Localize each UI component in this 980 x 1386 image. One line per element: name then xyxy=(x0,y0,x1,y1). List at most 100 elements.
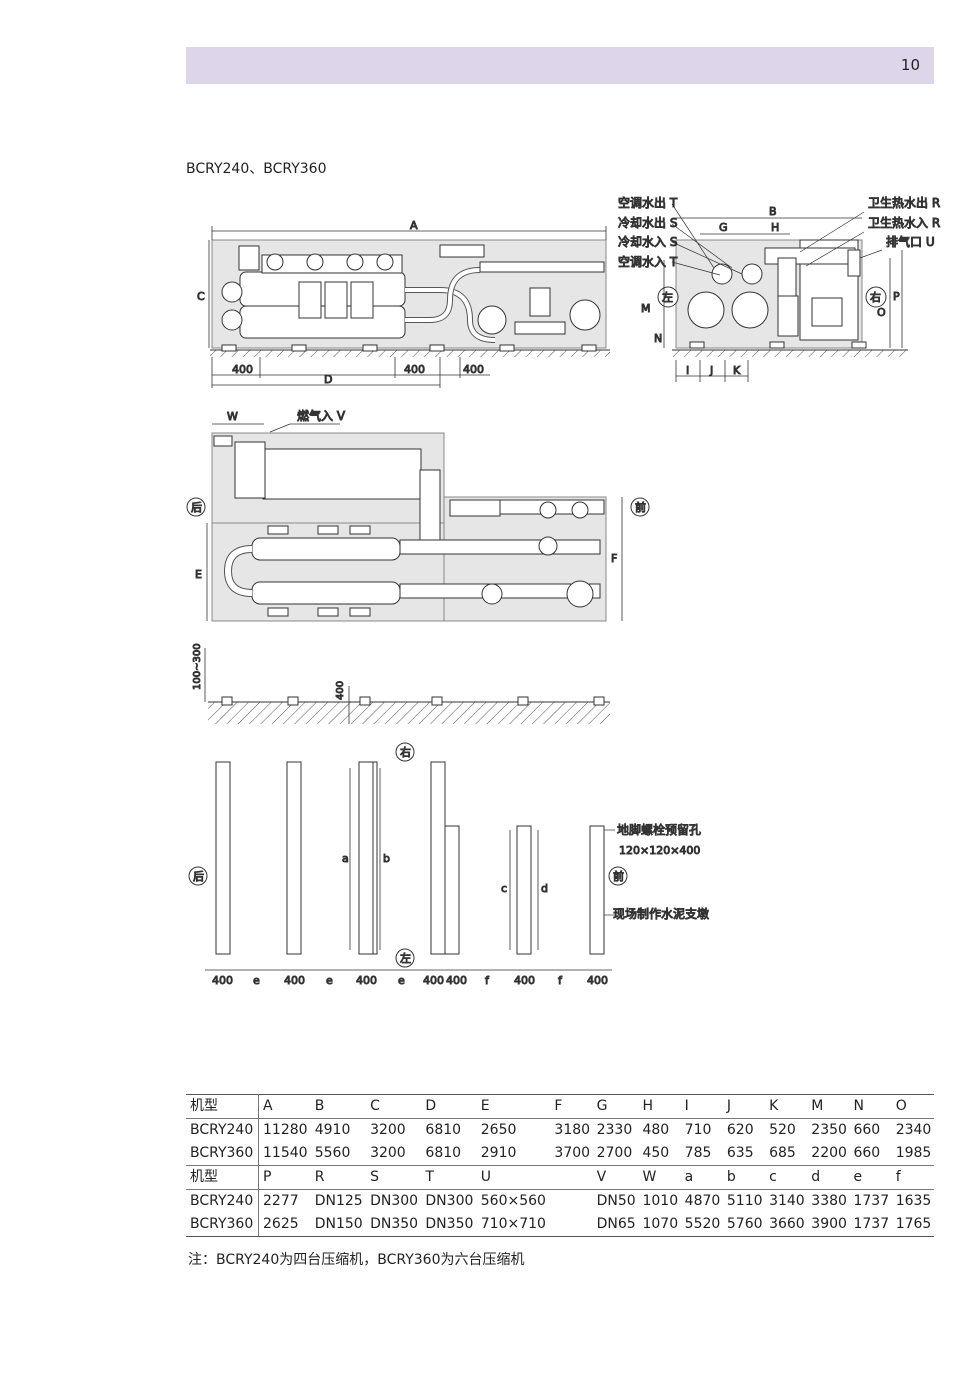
label-rear: 后 xyxy=(193,870,204,883)
table-cell: 450 xyxy=(642,1145,670,1161)
table-cell: C xyxy=(366,1094,422,1119)
footnote: 注：BCRY240为四台压缩机，BCRY360为六台压缩机 xyxy=(188,1252,525,1268)
table-cell: 560×560 xyxy=(480,1193,546,1209)
table-cell: G xyxy=(592,1094,639,1119)
table-cell: E xyxy=(476,1094,551,1119)
table-cell: 2700 xyxy=(596,1145,633,1161)
table-cell: K xyxy=(765,1094,808,1119)
dim-400-label: 400 xyxy=(232,363,253,376)
dim-400-label: 400 xyxy=(284,974,305,987)
table-cell: 710 xyxy=(684,1122,712,1138)
dim-C-label: C xyxy=(197,290,205,303)
dim-P-label: P xyxy=(893,290,900,303)
table-cell: 2910 xyxy=(480,1145,517,1161)
dim-400-label: 400 xyxy=(514,974,535,987)
dim-f-label: f xyxy=(558,974,563,987)
label-outlet-ac: 空调水出 T xyxy=(618,196,678,210)
table-cell: 710×710 xyxy=(476,1213,551,1237)
table-cell: I xyxy=(680,1094,723,1119)
table-cell: 2350 xyxy=(811,1122,847,1138)
dim-A-label: A xyxy=(410,219,418,232)
dim-400-label: 400 xyxy=(356,974,377,987)
table-cell: U xyxy=(476,1165,551,1190)
dim-E-label: E xyxy=(195,568,202,581)
table-cell: 5560 xyxy=(314,1145,351,1161)
label-pier-depth: 400 xyxy=(335,681,346,700)
dim-400-label: 400 xyxy=(463,363,484,376)
table-cell: e xyxy=(849,1165,892,1190)
table-cell: J xyxy=(722,1094,766,1119)
label-left: 左 xyxy=(662,291,673,304)
table-cell: 6810 xyxy=(425,1145,462,1161)
table-cell xyxy=(550,1165,593,1190)
table-cell: DN350 xyxy=(421,1213,477,1237)
table-cell: 685 xyxy=(769,1145,796,1161)
dim-J-label: J xyxy=(709,364,713,377)
label-front: 前 xyxy=(613,869,624,883)
dim-N-label: N xyxy=(654,332,662,345)
table-cell: DN350 xyxy=(366,1213,422,1237)
table-cell: 3200 xyxy=(370,1122,406,1138)
table-cell: 2650 xyxy=(480,1122,517,1138)
table-cell: 2277 xyxy=(263,1193,299,1209)
table-cell: 1010 xyxy=(642,1193,679,1209)
label-right: 右 xyxy=(400,745,411,759)
table-cell: S xyxy=(366,1165,422,1190)
table-cell: 6810 xyxy=(425,1122,462,1138)
table-cell: F xyxy=(550,1094,593,1119)
table-cell: 2200 xyxy=(811,1145,847,1161)
table-cell: O xyxy=(891,1094,934,1119)
table-cell: 11280 xyxy=(263,1122,308,1138)
table-cell: A xyxy=(258,1094,311,1119)
table-cell: V xyxy=(592,1165,639,1190)
dim-400-label: 400 xyxy=(446,974,467,987)
table-cell: 2340 xyxy=(895,1122,932,1138)
label-outlet-cool: 冷却水出 S xyxy=(618,216,677,230)
table-cell: 635 xyxy=(726,1145,754,1161)
table-cell: 3140 xyxy=(769,1193,805,1209)
table-cell: R xyxy=(310,1165,367,1190)
table-cell: 5520 xyxy=(680,1213,723,1237)
label-bolt-hole: 地脚螺栓预留孔 xyxy=(617,822,701,837)
table-cell: c xyxy=(765,1165,808,1190)
label-bolt-hole-size: 120×120×400 xyxy=(619,844,700,857)
table-cell: 1737 xyxy=(853,1193,890,1209)
dim-B-label: B xyxy=(769,205,777,218)
table-cell: 1765 xyxy=(891,1213,934,1237)
table-cell: 机型 xyxy=(186,1094,259,1119)
page-number: 10 xyxy=(900,56,920,74)
label-outlet-dhw: 卫生热水出 R xyxy=(868,196,940,210)
dim-a-label: a xyxy=(342,852,349,865)
table-cell: 1070 xyxy=(638,1213,681,1237)
table-cell: DN50 xyxy=(596,1193,636,1209)
label-concrete-pier: 现场制作水泥支墩 xyxy=(613,907,709,921)
dim-G-label: G xyxy=(719,221,728,234)
table-cell: M xyxy=(807,1094,850,1119)
label-front: 前 xyxy=(635,500,646,514)
table-cell: 2625 xyxy=(258,1213,311,1237)
table-cell: 3900 xyxy=(807,1213,850,1237)
foundation-section-view xyxy=(204,648,610,724)
table-cell: DN150 xyxy=(310,1213,367,1237)
table-cell: B xyxy=(310,1094,367,1119)
label-inlet-cool: 冷却水入 S xyxy=(618,235,677,249)
table-cell: 4870 xyxy=(684,1193,721,1209)
table-cell: 机型 xyxy=(186,1165,259,1190)
table-cell: BCRY360 xyxy=(186,1213,259,1237)
dim-f-label: f xyxy=(485,974,490,987)
table-cell: 3660 xyxy=(765,1213,808,1237)
dim-e-label: e xyxy=(326,974,333,987)
label-rear: 后 xyxy=(191,501,202,514)
dim-e-label: e xyxy=(398,974,405,987)
table-cell: 5760 xyxy=(722,1213,766,1237)
label-vent: 排气口 U xyxy=(886,234,935,249)
table-cell: DN125 xyxy=(314,1193,363,1209)
dim-400-label: 400 xyxy=(212,974,233,987)
model-title: BCRY240、BCRY360 xyxy=(186,161,327,177)
table-cell: P xyxy=(258,1165,311,1190)
header-band: 10 xyxy=(186,47,934,84)
